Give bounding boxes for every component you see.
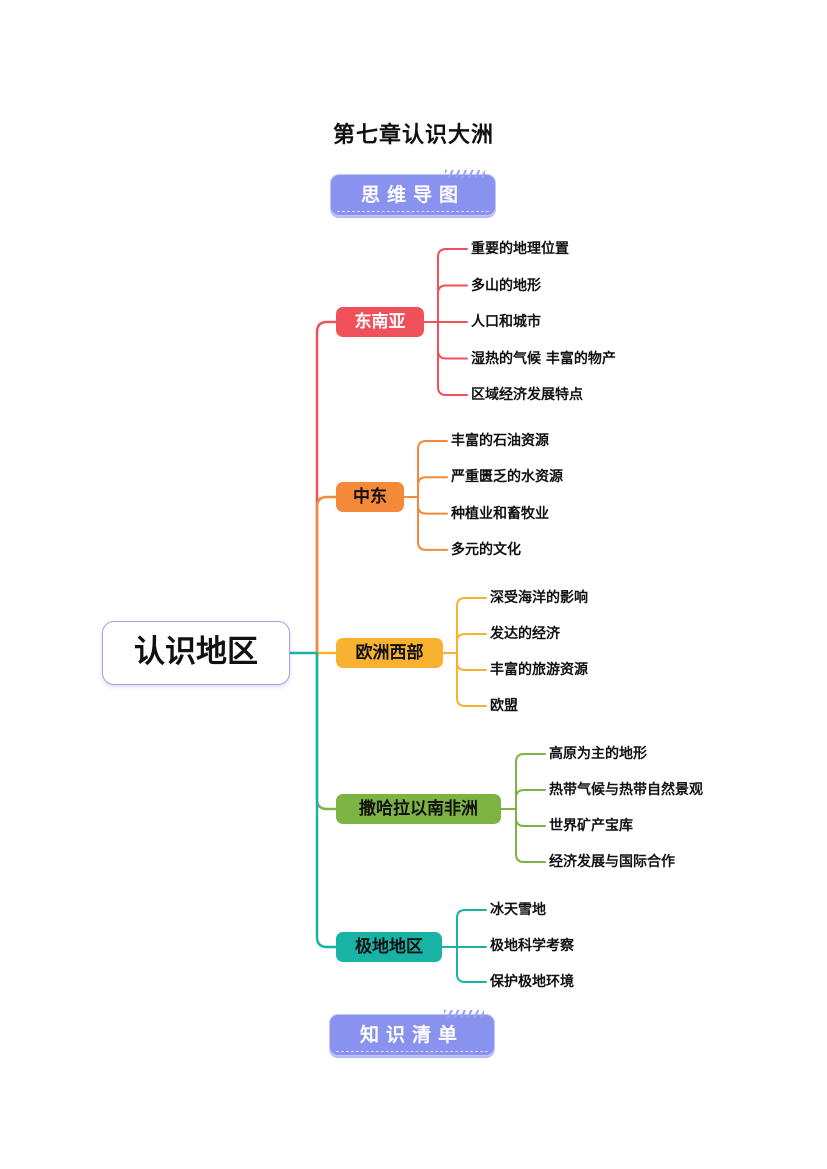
- branch-node: 撒哈拉以南非洲: [336, 794, 501, 824]
- leaf-connector: [515, 808, 546, 827]
- knowledge-list-badge-label: 知识清单: [359, 1024, 464, 1046]
- leaf-connector: [456, 652, 487, 671]
- leaf-topic: 世界矿产宝库: [549, 818, 633, 834]
- branch-node: 东南亚: [336, 307, 424, 337]
- leaf-connector: [515, 808, 546, 863]
- leaf-topic: 严重匮乏的水资源: [451, 469, 563, 486]
- leaf-connector: [417, 496, 448, 515]
- page-title: 第七章认识大洲: [332, 122, 494, 148]
- leaf-topic: 重要的地理位置: [471, 241, 569, 257]
- leaf-topic: 丰富的旅游资源: [490, 662, 588, 678]
- leaf-topic: 丰富的石油资源: [451, 433, 549, 449]
- leaf-connector: [456, 909, 487, 948]
- leaf-topic: 欧盟: [490, 698, 518, 714]
- leaf-topic: 人口和城市: [471, 314, 541, 330]
- mindmap-badge-label: 思维导图: [360, 184, 465, 206]
- knowledge-list-badge: 知识清单: [329, 1010, 495, 1056]
- leaf-connector: [456, 652, 487, 707]
- leaf-connector: [437, 284, 468, 323]
- stripe-decoration: [445, 170, 485, 178]
- leaf-topic: 极地科学考察: [490, 938, 574, 954]
- leaf-connector: [417, 476, 448, 498]
- leaf-topic: 热带气候与热带自然景观: [549, 782, 703, 798]
- branch-node: 中东: [336, 482, 404, 512]
- leaf-connector: [456, 597, 487, 654]
- leaf-topic: 高原为主的地形: [549, 746, 647, 762]
- stripe-decoration: [444, 1010, 484, 1018]
- leaf-topic: 种植业和畜牧业: [451, 505, 549, 522]
- branch-node: 极地地区: [336, 932, 442, 962]
- leaf-topic: 发达的经济: [490, 626, 560, 642]
- leaf-topic: 冰天雪地: [490, 902, 546, 918]
- dash-decoration: [336, 1051, 488, 1052]
- branch-connector: [315, 651, 338, 949]
- leaf-connector: [515, 753, 546, 810]
- branch-connector: [315, 320, 338, 655]
- leaf-connector: [456, 946, 487, 983]
- mindmap-badge: 思维导图: [330, 170, 496, 216]
- branch-connector: [315, 651, 338, 811]
- leaf-connector: [437, 248, 468, 323]
- leaf-connector: [437, 321, 468, 396]
- leaf-connector: [417, 496, 448, 551]
- leaf-topic: 湿热的气候 丰富的物产: [471, 350, 616, 367]
- leaf-topic: 区域经济发展特点: [471, 387, 583, 403]
- leaf-connector: [437, 321, 468, 360]
- root-node: 认识地区: [102, 621, 290, 685]
- leaf-connector: [417, 440, 448, 498]
- leaf-topic: 多元的文化: [451, 541, 521, 558]
- branch-connector: [315, 495, 338, 655]
- dash-decoration: [337, 211, 489, 212]
- leaf-topic: 保护极地环境: [490, 974, 574, 990]
- leaf-connector: [456, 633, 487, 654]
- leaf-topic: 深受海洋的影响: [490, 590, 588, 606]
- leaf-topic: 经济发展与国际合作: [549, 854, 675, 870]
- leaf-connector: [515, 789, 546, 810]
- branch-node: 欧洲西部: [336, 638, 443, 668]
- leaf-topic: 多山的地形: [471, 277, 541, 294]
